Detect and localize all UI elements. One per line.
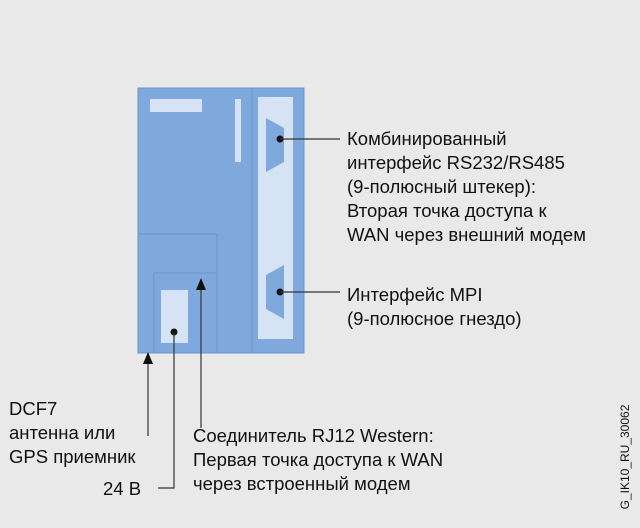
dcf7-antenna-label: DCF7 антенна или GPS приемник xyxy=(9,397,136,469)
rs232-interface-label: Комбинированный интерфейс RS232/RS485 (9… xyxy=(347,127,586,247)
rs232-label-line: Комбинированный xyxy=(347,128,507,149)
dcf7-arrow-icon xyxy=(143,352,153,364)
rs232-label-line: WAN через внешний модем xyxy=(347,224,586,245)
rj12-label-line: через встроенный модем xyxy=(193,473,411,494)
vertical-slot xyxy=(235,99,241,162)
rs232-connector-icon xyxy=(266,118,284,172)
rs232-label-line: Вторая точка доступа к xyxy=(347,200,547,221)
rs232-label-line: (9-полюсный штекер): xyxy=(347,176,536,197)
dcf7-label-line: антенна или xyxy=(9,422,116,443)
rs232-label-line: интерфейс RS232/RS485 xyxy=(347,152,565,173)
module-body xyxy=(137,87,253,354)
mpi-label-line: Интерфейс MPI xyxy=(347,284,483,305)
dcf7-label-line: DCF7 xyxy=(9,398,58,419)
mpi-label-line: (9-полюсное гнездо) xyxy=(347,308,522,329)
rj12-connector-label: Соединитель RJ12 Western: Первая точка д… xyxy=(193,424,443,496)
mpi-interface-label: Интерфейс MPI (9-полюсное гнездо) xyxy=(347,283,522,331)
label-slot xyxy=(150,99,202,112)
dcf7-label-line: GPS приемник xyxy=(9,446,136,467)
document-id: G_IK10_RU_30062 xyxy=(618,404,632,510)
power-supply-label: 24 В xyxy=(103,477,141,501)
rj12-socket-outline xyxy=(153,272,218,354)
mpi-connector-icon xyxy=(266,265,284,319)
power-label-line: 24 В xyxy=(103,478,142,499)
rj12-arrow-icon xyxy=(196,278,206,290)
rj12-label-line: Соединитель RJ12 Western: xyxy=(193,425,434,446)
power-leader-line xyxy=(158,332,175,489)
rj12-label-line: Первая точка доступа к WAN xyxy=(193,449,444,470)
